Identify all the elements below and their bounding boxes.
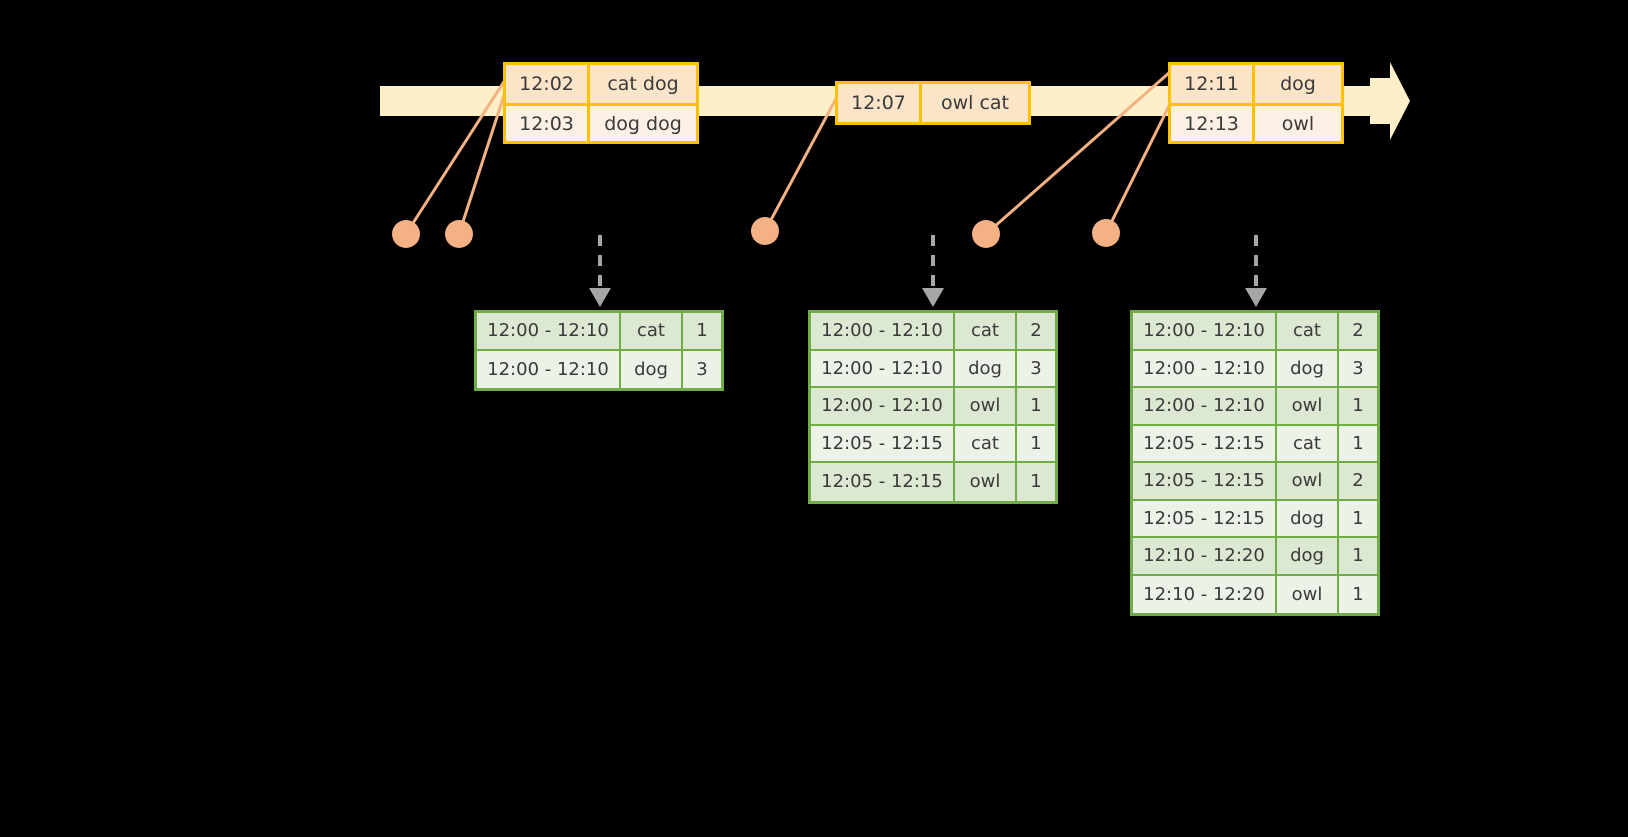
count-cell: 2 [1352, 320, 1364, 342]
event-time: 12:11 [1171, 65, 1255, 103]
connector-line-5 [1104, 99, 1174, 234]
event-box-2: 12:07 owl cat [835, 81, 1031, 125]
event-time: 12:07 [838, 84, 922, 122]
word-cell: cat [1277, 313, 1339, 349]
window-cell: 12:00 - 12:10 [477, 313, 621, 349]
window-cell: 12:05 - 12:15 [1133, 425, 1277, 461]
window-cell: 12:10 - 12:20 [1133, 575, 1277, 613]
event-time: 12:02 [506, 65, 590, 103]
word-cell: cat [955, 313, 1017, 349]
word-cell: dog [1277, 538, 1339, 574]
window-cell: 12:00 - 12:10 [477, 350, 621, 388]
count-cell: 1 [1030, 471, 1042, 493]
word-cell: cat [621, 313, 683, 349]
window-cell: 12:00 - 12:10 [811, 313, 955, 349]
word-cell: dog [1277, 350, 1339, 386]
event-time: 12:13 [1171, 106, 1255, 141]
word-cell: owl [1277, 575, 1339, 613]
event-words: dog dog [604, 112, 682, 135]
event-words: owl [1281, 112, 1315, 135]
word-cell: dog [955, 350, 1017, 386]
word-cell: owl [955, 388, 1017, 424]
window-cell: 12:05 - 12:15 [811, 425, 955, 461]
count-cell: 2 [1030, 320, 1042, 342]
count-cell: 1 [1352, 432, 1364, 454]
event-words: dog [1280, 73, 1316, 95]
word-cell: dog [621, 350, 683, 388]
count-cell: 1 [1352, 583, 1364, 605]
event-marker-dot [751, 217, 779, 245]
count-cell: 2 [1352, 470, 1364, 492]
window-cell: 12:00 - 12:10 [1133, 350, 1277, 386]
count-cell: 1 [1030, 395, 1042, 417]
event-marker-dot [972, 220, 1000, 248]
event-words: cat dog [607, 73, 679, 95]
window-cell: 12:00 - 12:10 [1133, 388, 1277, 424]
window-cell: 12:00 - 12:10 [1133, 313, 1277, 349]
event-marker-dot [1092, 219, 1120, 247]
trigger-arrow-2 [922, 235, 944, 307]
count-cell: 1 [1030, 432, 1042, 454]
word-cell: owl [1277, 388, 1339, 424]
count-cell: 1 [1352, 507, 1364, 529]
event-words: owl cat [940, 92, 1010, 114]
event-box-3: 12:11 dog 12:13 owl [1168, 62, 1344, 144]
window-cell: 12:00 - 12:10 [811, 350, 955, 386]
window-cell: 12:05 - 12:15 [1133, 463, 1277, 499]
event-marker-dot [445, 220, 473, 248]
event-box-1: 12:02 cat dog 12:03 dog dog [503, 62, 699, 144]
count-cell: 1 [1352, 545, 1364, 567]
word-cell: owl [955, 463, 1017, 501]
event-marker-dot [392, 220, 420, 248]
window-cell: 12:00 - 12:10 [811, 388, 955, 424]
count-cell: 1 [696, 320, 708, 342]
event-row: 12:03 dog dog [506, 103, 696, 141]
word-cell: dog [1277, 500, 1339, 536]
count-cell: 3 [696, 358, 708, 380]
event-row: 12:07 owl cat [838, 84, 1028, 122]
window-cell: 12:10 - 12:20 [1133, 538, 1277, 574]
word-cell: owl [1277, 463, 1339, 499]
window-cell: 12:05 - 12:15 [811, 463, 955, 501]
word-cell: cat [955, 425, 1017, 461]
count-cell: 3 [1030, 357, 1042, 379]
event-time: 12:03 [506, 106, 590, 141]
event-row: 12:11 dog [1171, 65, 1341, 103]
trigger-arrow-1 [589, 235, 611, 307]
word-cell: cat [1277, 425, 1339, 461]
count-cell: 1 [1352, 395, 1364, 417]
window-cell: 12:05 - 12:15 [1133, 500, 1277, 536]
trigger-arrow-3 [1245, 235, 1267, 307]
event-row: 12:13 owl [1171, 103, 1341, 141]
event-row: 12:02 cat dog [506, 65, 696, 103]
timeline-arrow-icon [1370, 62, 1410, 140]
count-cell: 3 [1352, 357, 1364, 379]
